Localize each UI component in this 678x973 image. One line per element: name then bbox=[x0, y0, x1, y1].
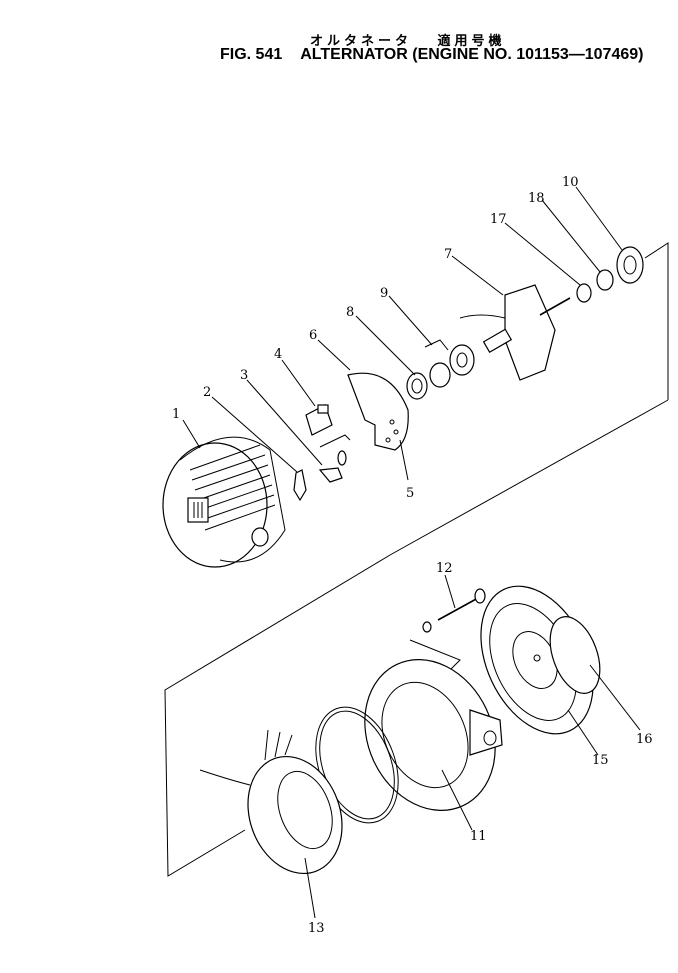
figure-description: ALTERNATOR (ENGINE NO. 101153—107469) bbox=[300, 46, 644, 63]
brush-holder-part bbox=[305, 404, 333, 436]
figure-title-japanese: オルタネータ 適用号機 bbox=[310, 34, 506, 49]
callout-5: 5 bbox=[406, 486, 414, 501]
terminal-bracket-part bbox=[318, 434, 351, 483]
bearing-part-8 bbox=[406, 372, 428, 400]
callout-3: 3 bbox=[240, 368, 248, 383]
terminal-part bbox=[293, 469, 307, 502]
callout-4: 4 bbox=[274, 347, 282, 362]
callout-1: 1 bbox=[172, 407, 180, 422]
rectifier-cover-part bbox=[347, 372, 409, 451]
callout-7: 7 bbox=[444, 247, 452, 262]
rotor-part bbox=[459, 284, 571, 381]
stator-part bbox=[199, 729, 343, 875]
pulley-part bbox=[549, 616, 601, 694]
callout-15: 15 bbox=[592, 753, 609, 768]
spacer-part-17 bbox=[576, 283, 592, 303]
callout-2: 2 bbox=[203, 385, 211, 400]
callout-12: 12 bbox=[436, 561, 453, 576]
front-housing-part bbox=[162, 436, 286, 568]
callout-8: 8 bbox=[346, 305, 354, 320]
callout-18: 18 bbox=[528, 191, 545, 206]
callout-labels: 1 2 3 4 5 6 7 8 9 10 11 12 13 15 16 17 1… bbox=[172, 175, 653, 936]
callout-11: 11 bbox=[470, 829, 487, 844]
figure-number: FIG. 541 bbox=[220, 46, 283, 63]
callout-6: 6 bbox=[309, 328, 317, 343]
callout-9: 9 bbox=[380, 286, 388, 301]
callout-13: 13 bbox=[308, 921, 325, 936]
bearing-part-10 bbox=[616, 246, 644, 284]
leader-lines bbox=[182, 186, 641, 919]
collar-part-9 bbox=[424, 339, 475, 388]
figure-title: FIG. 541 ALTERNATOR (ENGINE NO. 101153—10… bbox=[220, 46, 643, 64]
lower-group-bracket bbox=[164, 554, 461, 877]
callout-17: 17 bbox=[490, 212, 507, 227]
bolt-part bbox=[422, 588, 486, 633]
callout-10: 10 bbox=[562, 175, 579, 190]
upper-group-bracket bbox=[389, 242, 669, 556]
callout-16: 16 bbox=[636, 732, 653, 747]
collar-part-18 bbox=[596, 269, 614, 291]
